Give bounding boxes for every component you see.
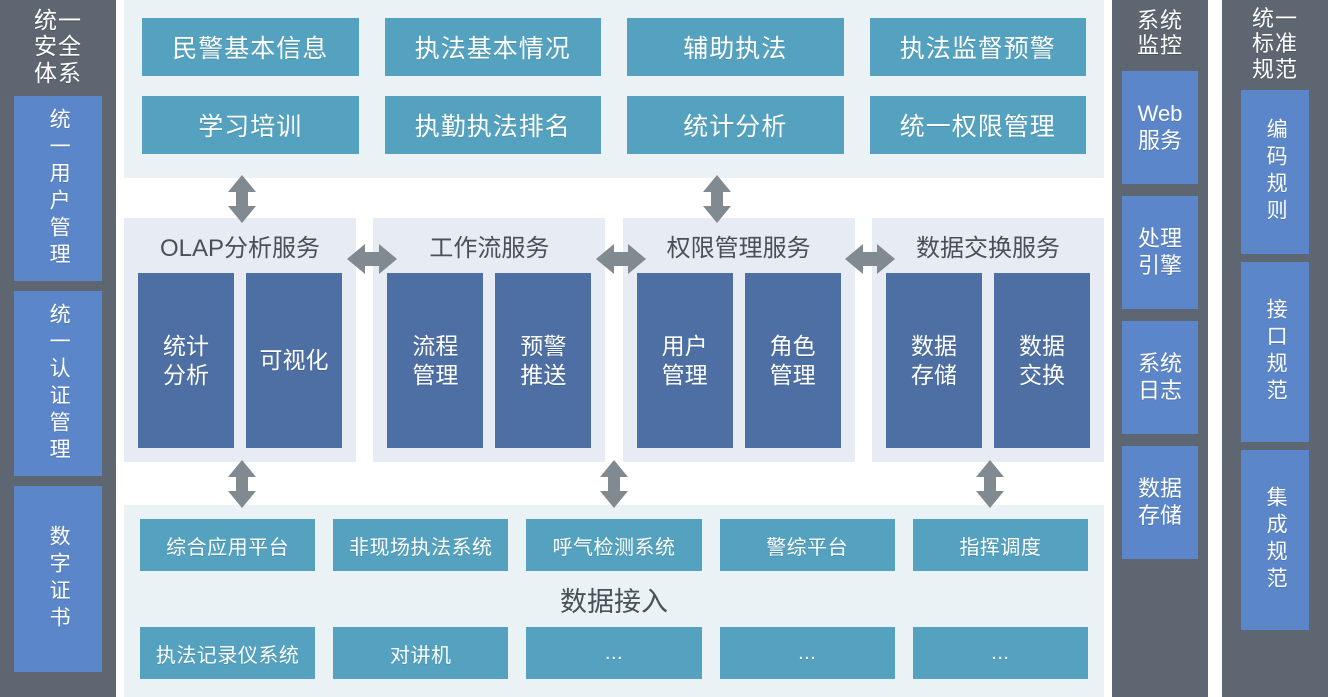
application-layer: 民警基本信息 执法基本情况 辅助执法 执法监督预警 学习培训 执勤执法排名 统计… bbox=[124, 0, 1104, 178]
center-stack: 民警基本信息 执法基本情况 辅助执法 执法监督预警 学习培训 执勤执法排名 统计… bbox=[124, 0, 1104, 697]
arrow-vertical-apps-permission bbox=[702, 175, 732, 223]
service-panel-title: 权限管理服务 bbox=[666, 235, 811, 262]
data-box-police-integrated-platform[interactable]: 警综平台 bbox=[719, 519, 895, 571]
service-panel-items: 流程 管理 预警 推送 bbox=[387, 273, 592, 448]
arrow-horizontal-workflow-permission bbox=[596, 243, 646, 275]
unified-standards-title: 统一 标准 规范 bbox=[1251, 6, 1298, 82]
arrow-horizontal-permission-data-exchange bbox=[845, 243, 895, 275]
arrow-horizontal-olap-workflow bbox=[347, 243, 397, 275]
system-monitoring-title: 系统 监控 bbox=[1136, 8, 1183, 59]
app-box-assisted-enforcement[interactable]: 辅助执法 bbox=[627, 18, 844, 76]
standard-box-label: 集成规范 bbox=[1264, 485, 1288, 594]
service-panel-items: 统计 分析 可视化 bbox=[138, 273, 342, 448]
app-box-statistical-analysis[interactable]: 统计分析 bbox=[627, 96, 844, 154]
service-panel-olap[interactable]: OLAP分析服务 统计 分析 可视化 bbox=[124, 218, 356, 462]
data-box-law-enforcement-recorder-system[interactable]: 执法记录仪系统 bbox=[140, 627, 316, 679]
service-box-data-exchange[interactable]: 数据 交换 bbox=[993, 273, 1090, 448]
security-system-title: 统一 安全 体系 bbox=[34, 7, 82, 86]
application-grid: 民警基本信息 执法基本情况 辅助执法 执法监督预警 学习培训 执勤执法排名 统计… bbox=[142, 18, 1086, 154]
data-box-offsite-enforcement-system[interactable]: 非现场执法系统 bbox=[333, 519, 509, 571]
service-panel-data-exchange[interactable]: 数据交换服务 数据 存储 数据 交换 bbox=[871, 218, 1104, 462]
standard-box-integration-spec[interactable]: 集成规范 bbox=[1241, 449, 1309, 630]
service-box-visualization[interactable]: 可视化 bbox=[246, 273, 342, 448]
data-box-breath-detection-system[interactable]: 呼气检测系统 bbox=[526, 519, 702, 571]
monitor-box-data-storage[interactable]: 数据 存储 bbox=[1122, 445, 1198, 559]
app-box-police-basic-info[interactable]: 民警基本信息 bbox=[142, 18, 359, 76]
app-box-enforcement-basic-status[interactable]: 执法基本情况 bbox=[384, 18, 601, 76]
service-box-statistical-analysis[interactable]: 统计 分析 bbox=[138, 273, 234, 448]
app-box-enforcement-supervision-alert[interactable]: 执法监督预警 bbox=[869, 18, 1086, 76]
service-panel-items: 用户 管理 角色 管理 bbox=[636, 273, 841, 448]
service-box-alert-push[interactable]: 预警 推送 bbox=[495, 273, 592, 448]
service-box-data-storage[interactable]: 数据 存储 bbox=[885, 273, 982, 448]
standard-box-interface-spec[interactable]: 接口规范 bbox=[1241, 261, 1309, 442]
data-access-caption: 数据接入 bbox=[560, 587, 668, 617]
system-monitoring-column: 系统 监控 Web 服务 处理 引擎 系统 日志 数据 存储 bbox=[1112, 0, 1208, 697]
app-box-duty-enforcement-ranking[interactable]: 执勤执法排名 bbox=[384, 96, 601, 154]
security-box-label: 统一用户管理 bbox=[47, 107, 71, 270]
standard-box-label: 编码规则 bbox=[1264, 117, 1288, 226]
data-box-intercom[interactable]: 对讲机 bbox=[333, 627, 509, 679]
arrow-vertical-workflow-data bbox=[599, 460, 629, 508]
service-box-process-management[interactable]: 流程 管理 bbox=[387, 273, 484, 448]
data-box-more-1[interactable]: ... bbox=[526, 627, 702, 679]
arrow-vertical-data-exchange-data bbox=[975, 460, 1005, 508]
monitor-box-system-log[interactable]: 系统 日志 bbox=[1122, 320, 1198, 434]
service-layer: OLAP分析服务 统计 分析 可视化 工作流服务 流程 管理 预警 推送 权限管… bbox=[124, 218, 1104, 462]
arrow-vertical-olap-data bbox=[227, 460, 257, 508]
service-panel-items: 数据 存储 数据 交换 bbox=[885, 273, 1090, 448]
app-box-study-training[interactable]: 学习培训 bbox=[142, 96, 359, 154]
security-system-column: 统一 安全 体系 统一用户管理 统一认证管理 数字证书 bbox=[0, 0, 116, 697]
service-panel-title: 数据交换服务 bbox=[915, 235, 1060, 262]
security-box-label: 统一认证管理 bbox=[47, 302, 71, 465]
monitor-box-web-service[interactable]: Web 服务 bbox=[1122, 70, 1198, 184]
service-panel-title: OLAP分析服务 bbox=[159, 235, 321, 262]
data-box-command-dispatch[interactable]: 指挥调度 bbox=[912, 519, 1088, 571]
app-box-unified-permission-management[interactable]: 统一权限管理 bbox=[869, 96, 1086, 154]
unified-standards-column: 统一 标准 规范 编码规则 接口规范 集成规范 bbox=[1222, 0, 1328, 697]
security-box-unified-auth-management[interactable]: 统一认证管理 bbox=[14, 291, 102, 477]
standard-box-label: 接口规范 bbox=[1264, 297, 1288, 406]
service-panel-title: 工作流服务 bbox=[429, 235, 550, 262]
security-box-label: 数字证书 bbox=[47, 525, 71, 634]
data-box-more-3[interactable]: ... bbox=[912, 627, 1088, 679]
security-box-unified-user-management[interactable]: 统一用户管理 bbox=[14, 96, 102, 282]
data-row-top: 综合应用平台 非现场执法系统 呼气检测系统 警综平台 指挥调度 bbox=[140, 519, 1088, 571]
arrow-vertical-apps-olap bbox=[227, 175, 257, 223]
service-panel-workflow[interactable]: 工作流服务 流程 管理 预警 推送 bbox=[373, 218, 606, 462]
standard-box-coding-rules[interactable]: 编码规则 bbox=[1241, 89, 1309, 254]
data-box-integrated-application-platform[interactable]: 综合应用平台 bbox=[140, 519, 316, 571]
service-box-user-management[interactable]: 用户 管理 bbox=[636, 273, 733, 448]
data-box-more-2[interactable]: ... bbox=[719, 627, 895, 679]
service-box-role-management[interactable]: 角色 管理 bbox=[744, 273, 841, 448]
monitor-box-processing-engine[interactable]: 处理 引擎 bbox=[1122, 195, 1198, 309]
data-row-bottom: 执法记录仪系统 对讲机 ... ... ... bbox=[140, 627, 1088, 679]
service-panel-permission[interactable]: 权限管理服务 用户 管理 角色 管理 bbox=[622, 218, 855, 462]
security-box-digital-certificate[interactable]: 数字证书 bbox=[14, 486, 102, 673]
data-access-layer: 综合应用平台 非现场执法系统 呼气检测系统 警综平台 指挥调度 数据接入 执法记… bbox=[124, 505, 1104, 697]
